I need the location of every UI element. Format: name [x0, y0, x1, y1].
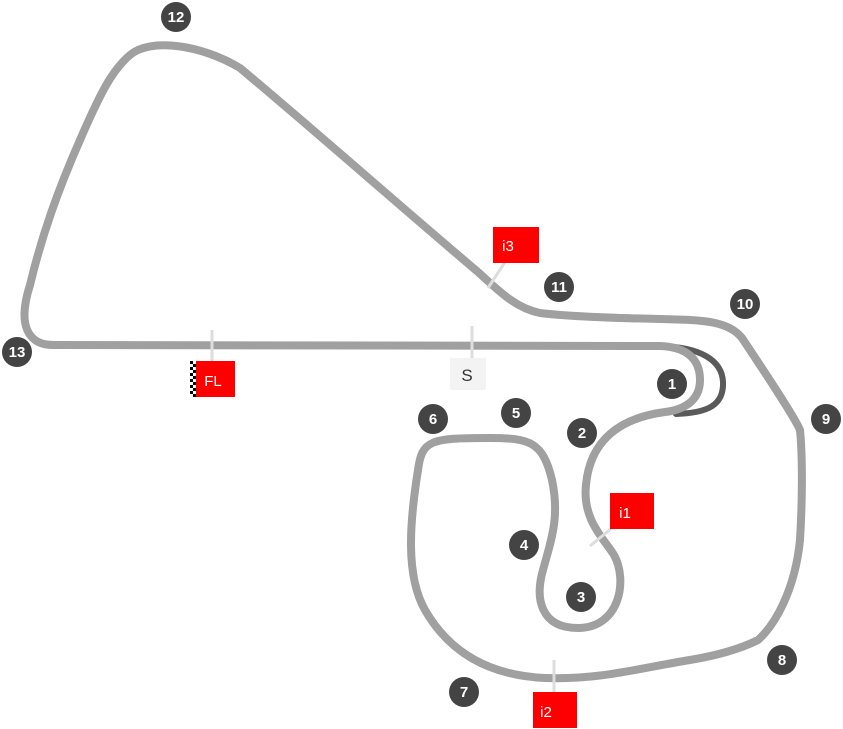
turn-marker-9: 9 — [811, 404, 841, 434]
svg-text:12: 12 — [168, 9, 185, 26]
sector-marker-i3: i3 — [493, 227, 539, 263]
turn-marker-13: 13 — [2, 337, 32, 367]
turn-marker-3: 3 — [566, 582, 596, 612]
turn-marker-11: 11 — [544, 272, 574, 302]
turn-marker-12: 12 — [161, 2, 191, 32]
turn-marker-10: 10 — [730, 289, 760, 319]
i3-tick — [486, 261, 507, 289]
checkered-flag-icon — [190, 361, 196, 397]
svg-text:i3: i3 — [502, 238, 514, 255]
turn-marker-5: 5 — [501, 398, 531, 428]
svg-text:i1: i1 — [619, 505, 631, 522]
i1-tick — [589, 526, 613, 548]
turn-marker-2: 2 — [567, 418, 597, 448]
svg-text:6: 6 — [429, 411, 437, 428]
svg-text:1: 1 — [668, 376, 676, 393]
svg-text:S: S — [461, 366, 472, 385]
finish-line-marker: FL — [190, 361, 235, 397]
turn-marker-6: 6 — [418, 404, 448, 434]
turn-marker-1: 1 — [657, 369, 687, 399]
svg-text:13: 13 — [9, 344, 26, 361]
svg-text:3: 3 — [577, 589, 585, 606]
track-outline — [20, 41, 806, 683]
svg-text:FL: FL — [204, 373, 222, 390]
svg-text:9: 9 — [822, 411, 830, 428]
svg-text:i2: i2 — [540, 704, 552, 721]
sector-marker-i2: i2 — [533, 692, 577, 728]
sector-marker-i1: i1 — [610, 493, 654, 529]
turn-marker-7: 7 — [449, 677, 479, 707]
turn-marker-4: 4 — [509, 530, 539, 560]
svg-text:7: 7 — [460, 684, 468, 701]
svg-text:4: 4 — [520, 537, 529, 554]
pit-lane — [657, 343, 727, 417]
svg-text:10: 10 — [737, 296, 754, 313]
svg-text:2: 2 — [578, 425, 586, 442]
svg-text:11: 11 — [551, 279, 567, 296]
turn-marker-8: 8 — [767, 645, 797, 675]
svg-text:8: 8 — [778, 652, 786, 669]
start-marker: S — [450, 358, 486, 390]
svg-text:5: 5 — [512, 405, 520, 422]
